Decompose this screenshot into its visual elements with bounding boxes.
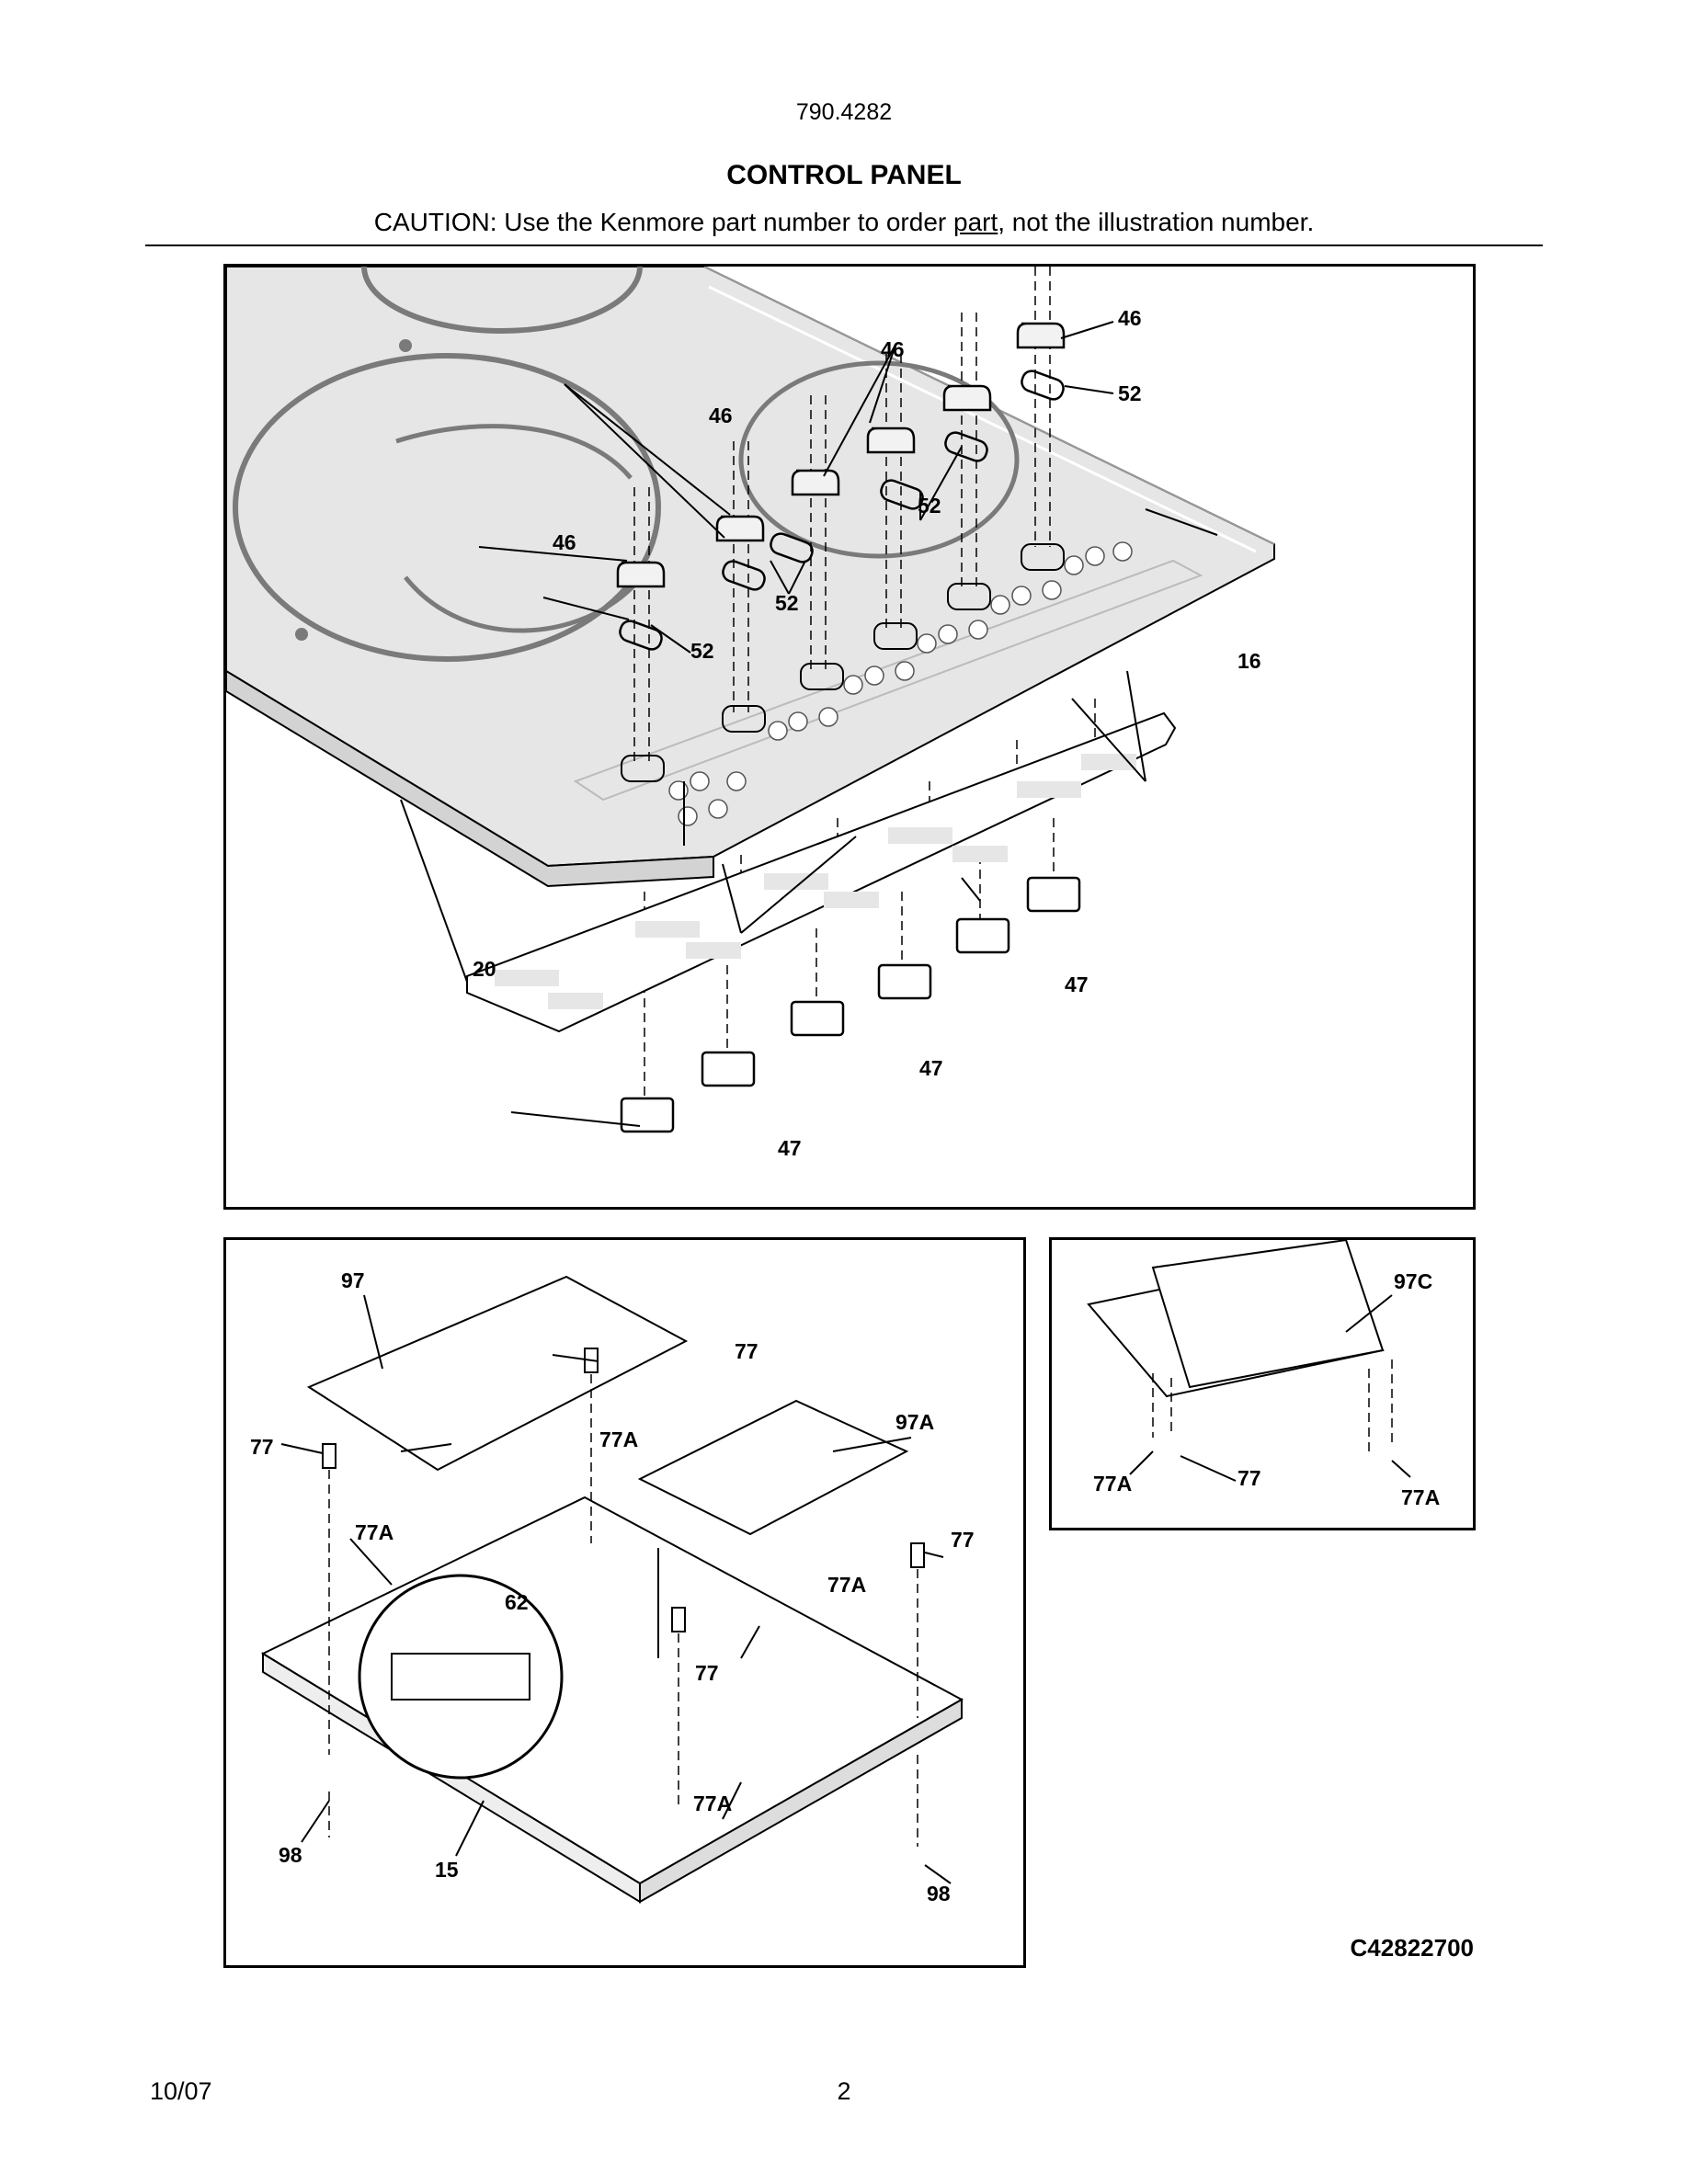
callout-52: 52 — [775, 591, 799, 615]
caution-pre: CAUTION: Use the Kenmore part number to … — [373, 208, 953, 236]
alt-board-housing — [1151, 1240, 1385, 1389]
callout-77: 77 — [250, 1435, 274, 1459]
callout-15: 15 — [435, 1858, 459, 1882]
callout-46: 46 — [881, 337, 905, 361]
callout-47: 47 — [919, 1056, 943, 1080]
callout-52: 52 — [918, 494, 941, 518]
tray-edge — [639, 1698, 963, 1904]
callout-97C: 97C — [1394, 1269, 1432, 1293]
burner-rear-left — [361, 267, 643, 334]
leader-lines — [280, 1294, 952, 1884]
callout-97A: 97A — [895, 1410, 934, 1434]
alignment-lines — [1152, 1359, 1393, 1451]
callout-77A: 77A — [827, 1573, 866, 1597]
footer-date: 10/07 — [150, 2077, 212, 2105]
callout-46: 46 — [553, 530, 576, 554]
gaskets — [619, 370, 1065, 651]
glass-touch-keys — [668, 541, 1133, 826]
glass-edge — [226, 669, 714, 888]
leader-lines — [400, 321, 1218, 1127]
callout-77: 77 — [1237, 1466, 1261, 1490]
burner-dot — [399, 339, 412, 352]
control-board — [466, 711, 1177, 1033]
callout-77A: 77A — [355, 1520, 393, 1544]
burner-front-left-inner — [395, 424, 642, 633]
terminal-block — [391, 1653, 530, 1701]
caution-text: CAUTION: Use the Kenmore part number to … — [0, 208, 1688, 237]
callout-46: 46 — [709, 404, 733, 427]
callout-16: 16 — [1237, 649, 1261, 673]
alternate-board-svg: 97C 77A 77 77A — [1087, 1240, 1440, 1509]
control-panel-svg: 46 52 46 52 46 52 46 52 16 20 47 47 47 — [226, 267, 1275, 1160]
board-tray-svg: 97 77 77 77A 97A 77A 62 77 77 77A 77A 98… — [250, 1268, 975, 1905]
callout-47: 47 — [1065, 973, 1089, 996]
callout-77: 77 — [695, 1661, 719, 1685]
callout-77: 77 — [735, 1339, 758, 1363]
alternate-board-diagram: 97C 77A 77 77A — [1049, 1237, 1476, 1530]
diagram-code: C42822700 — [1350, 1934, 1474, 1962]
callout-52: 52 — [1118, 381, 1142, 405]
callout-77A: 77A — [1093, 1472, 1132, 1496]
caution-post: , not the illustration number. — [998, 208, 1315, 236]
callout-52: 52 — [690, 639, 714, 663]
callout-77A: 77A — [1401, 1485, 1440, 1509]
alignment-lines — [328, 1374, 918, 1847]
page-number: 2 — [837, 2077, 851, 2105]
relay-modules — [620, 876, 1081, 1133]
callout-98: 98 — [927, 1882, 951, 1905]
burner-dot — [295, 628, 308, 641]
board-tray-diagram: 97 77 77 77A 97A 77A 62 77 77 77A 77A 98… — [223, 1237, 1026, 1968]
leader-lines — [1129, 1294, 1411, 1482]
callout-77A: 77A — [599, 1428, 638, 1451]
model-number: 790.4282 — [795, 99, 893, 125]
control-panel-diagram: 46 52 46 52 46 52 46 52 16 20 47 47 47 — [223, 264, 1476, 1210]
callout-47: 47 — [778, 1136, 802, 1160]
burner-rear-right — [738, 360, 1020, 559]
glass-touch-windows — [621, 543, 1065, 782]
callout-97: 97 — [341, 1268, 365, 1292]
callout-20: 20 — [473, 957, 496, 981]
knob-caps — [616, 322, 1066, 588]
glass-highlight — [708, 285, 1257, 553]
callout-98: 98 — [279, 1843, 302, 1867]
burner-front-left — [233, 353, 661, 662]
callout-77A: 77A — [693, 1792, 732, 1815]
board-displays — [495, 754, 1136, 1009]
header-rule — [145, 245, 1543, 246]
callout-46: 46 — [1118, 306, 1142, 330]
callout-77: 77 — [951, 1528, 975, 1552]
power-board — [306, 1275, 689, 1472]
page-title: CONTROL PANEL — [726, 160, 962, 190]
control-board — [637, 1399, 909, 1536]
caution-link[interactable]: part — [953, 208, 998, 236]
standoffs — [322, 1348, 925, 1632]
callout-62: 62 — [505, 1590, 529, 1614]
